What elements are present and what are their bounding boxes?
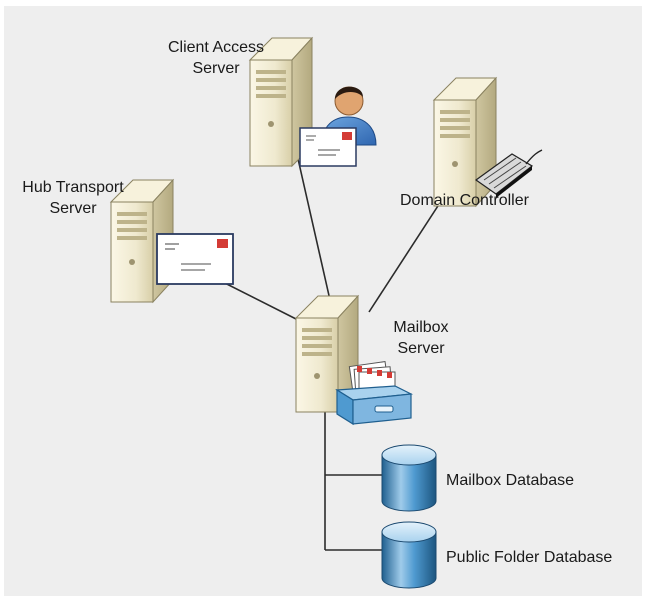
label-line: Server (397, 340, 445, 357)
label-line: Mailbox Database (446, 472, 575, 489)
label-domain-controller: Domain Controller (400, 190, 529, 211)
mailbox-server-icon (294, 294, 360, 414)
label-mailbox-database: Mailbox Database (446, 470, 574, 491)
label-line: Client Access (167, 39, 265, 56)
label-line: Server (49, 200, 97, 217)
label-hub-transport-server: Hub Transport Server (2, 177, 144, 219)
mailbox-database-icon (381, 444, 437, 512)
label-line: Mailbox (393, 319, 449, 336)
keyboard-icon (474, 149, 543, 198)
label-line: Hub Transport (22, 179, 124, 196)
label-line: Domain Controller (400, 192, 529, 209)
label-client-access-server: Client Access Server (146, 37, 286, 79)
domain-controller-server-icon (432, 76, 498, 208)
label-line: Public Folder Database (446, 549, 613, 566)
envelope-icon (156, 233, 234, 285)
envelope-icon-client (299, 127, 357, 167)
mail-tray-icon (335, 361, 414, 426)
label-line: Server (192, 60, 240, 77)
label-public-folder-database: Public Folder Database (446, 547, 612, 568)
edge-client-access-to-mailbox (295, 149, 331, 301)
label-mailbox-server: Mailbox Server (378, 317, 464, 359)
public-folder-database-icon (381, 521, 437, 589)
